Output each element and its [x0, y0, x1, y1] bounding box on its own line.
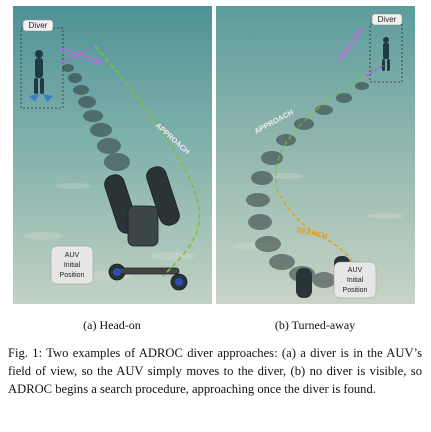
auv-label-line-2: Initial — [64, 262, 81, 269]
water-background — [216, 6, 415, 304]
auv-label-box — [333, 261, 377, 299]
panel-b-image: Diver — [216, 6, 415, 304]
auv-label-line-1: AUV — [65, 252, 80, 259]
conclude-path — [365, 65, 385, 77]
diver-figure — [29, 50, 53, 102]
auv-label-line-3: Position — [343, 287, 368, 294]
auv-label-box — [50, 245, 94, 285]
approach-path — [274, 75, 367, 193]
diver-label: Diver — [378, 15, 397, 24]
auv-label-line-2: Initial — [347, 277, 364, 284]
panel-turned-away: Diver — [216, 6, 415, 304]
diver-label-box — [371, 13, 403, 26]
auv-label-line-1: AUV — [348, 267, 363, 274]
subcaption-a: (a) Head-on — [83, 318, 141, 332]
figure-caption: Fig. 1: Two examples of ADROC diver appr… — [8, 346, 422, 396]
diver-label-box — [22, 19, 54, 32]
subcaption-b: (b) Turned-away — [274, 318, 356, 332]
conclude-path — [60, 45, 96, 65]
search-path-2 — [315, 233, 353, 263]
panel-a-image: Diver — [13, 6, 212, 304]
auv-trail — [62, 64, 188, 291]
search-path — [277, 191, 317, 235]
diver-figure — [382, 37, 390, 71]
approach-path — [94, 45, 201, 277]
diver-label: Diver — [29, 21, 48, 30]
panel-head-on: Diver — [13, 6, 212, 304]
auv-label-line-3: Position — [60, 272, 85, 279]
